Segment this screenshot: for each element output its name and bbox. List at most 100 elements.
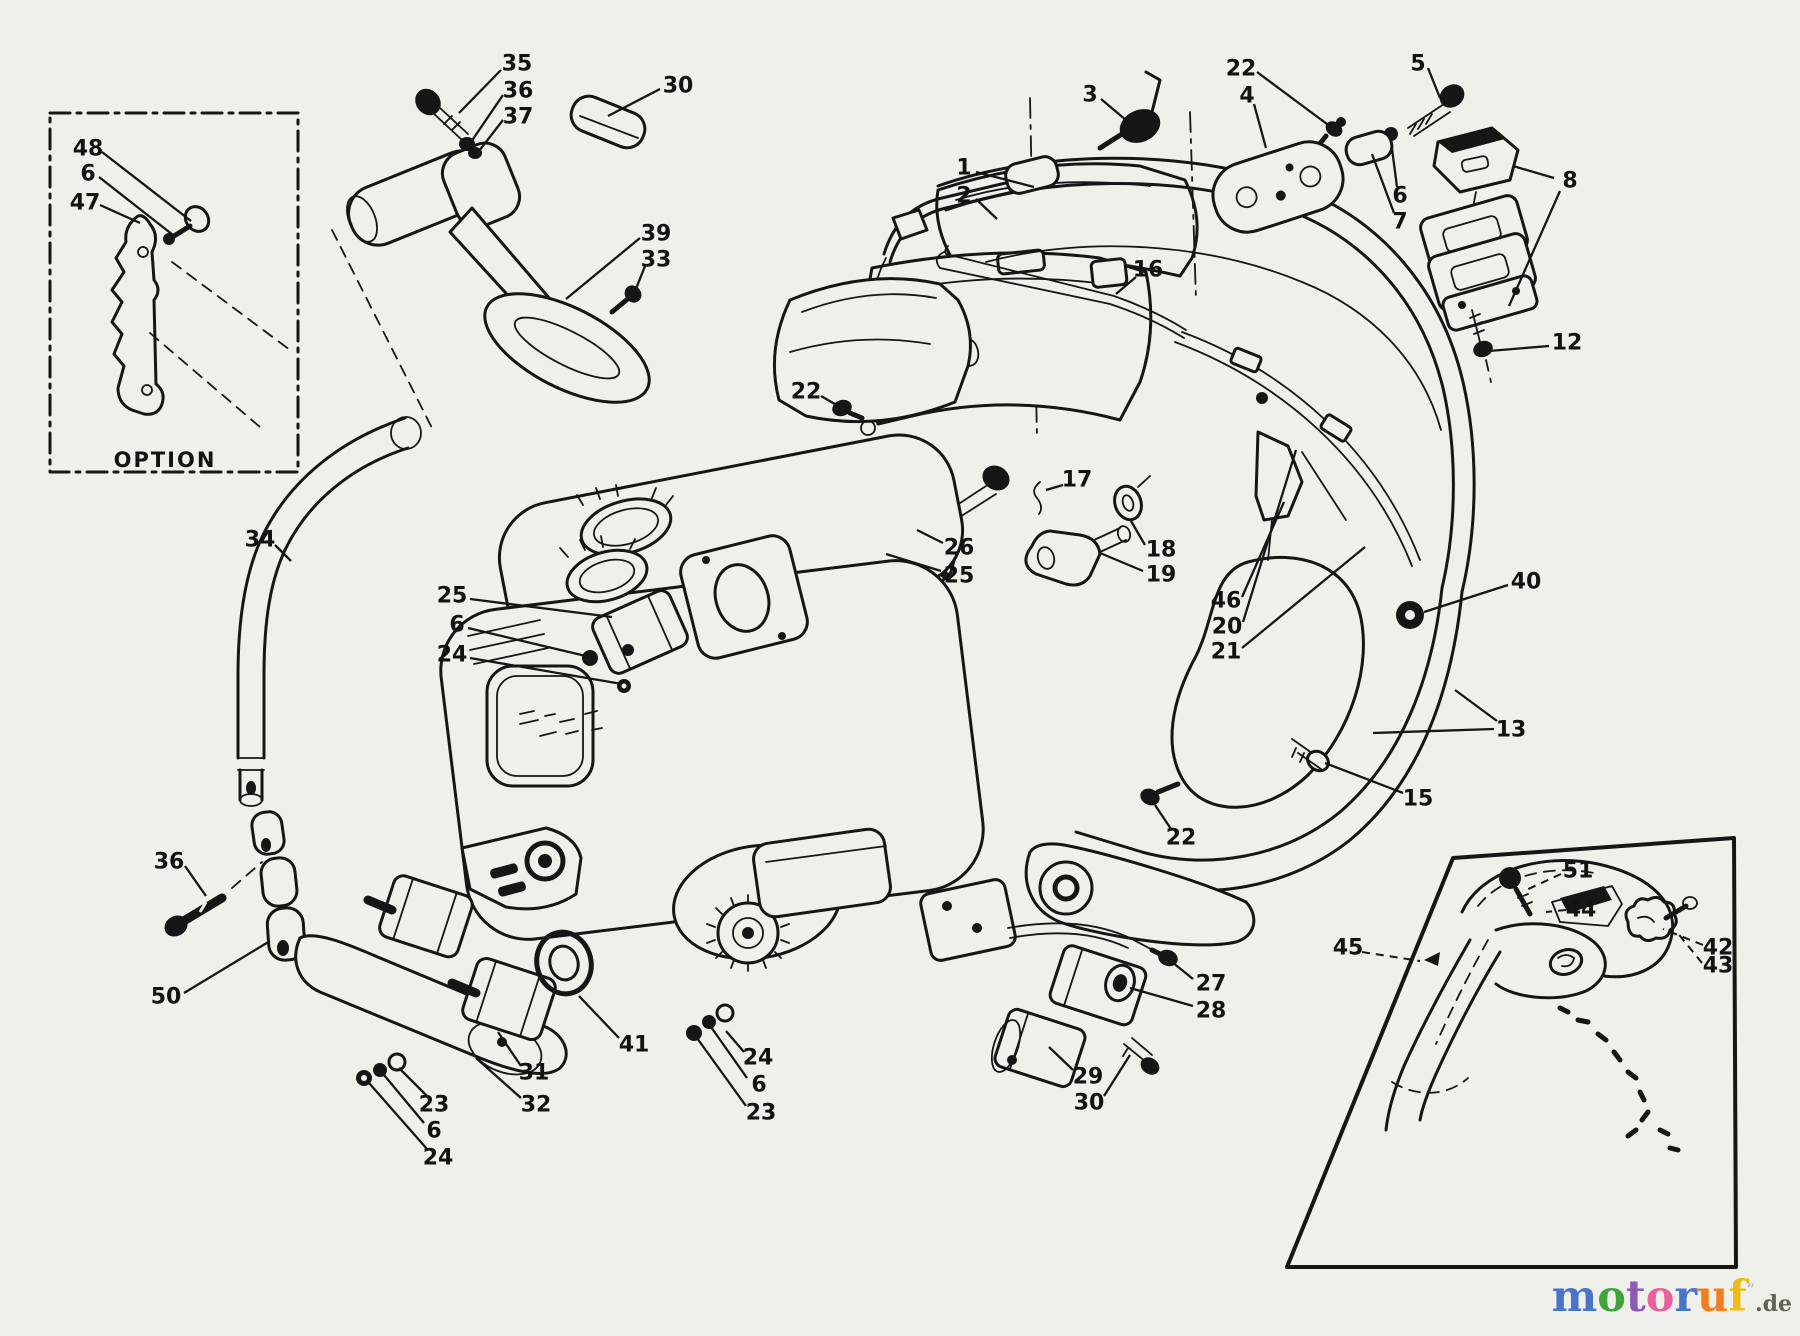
- leader-line-36: [470, 94, 504, 143]
- isolator-29: [993, 1007, 1087, 1089]
- leader-line-16: [1115, 276, 1137, 295]
- part-label-34-37: 34: [245, 528, 276, 553]
- part-label-37-2: 37: [503, 105, 534, 130]
- leader-line-31: [497, 1031, 522, 1067]
- watermark-letter-u: u: [1697, 1272, 1729, 1322]
- grommet-18: [1113, 484, 1143, 522]
- nut-6-left: [373, 1063, 387, 1077]
- part-label-1-9: 1: [956, 156, 971, 181]
- part-label-8-17: 8: [1562, 169, 1577, 194]
- part-label-7-16: 7: [1392, 210, 1407, 235]
- leader-line-13: [1454, 689, 1498, 722]
- leader-line-2: [975, 198, 998, 220]
- part-label-24-45: 24: [423, 1146, 454, 1171]
- pivot-sleeve-50: [259, 856, 299, 908]
- watermark-suffix: .de: [1754, 1291, 1792, 1317]
- leader-line-23: [398, 1067, 428, 1097]
- washer-6-center: [582, 650, 598, 666]
- bolt-30: [1140, 1057, 1160, 1075]
- leader-line-43: [1675, 930, 1703, 964]
- screw-12: [1473, 340, 1493, 358]
- option-caption: OPTION: [114, 448, 217, 472]
- part-label-25-22: 25: [944, 564, 975, 589]
- part-label-21-28: 21: [1211, 640, 1242, 665]
- watermark-letter-r: r: [1674, 1272, 1698, 1322]
- part-label-6-44: 6: [426, 1119, 441, 1144]
- screw-33: [624, 285, 642, 303]
- part-label-39-4: 39: [641, 222, 672, 247]
- leader-line-47: [99, 203, 141, 225]
- part-label-24-40: 24: [437, 643, 468, 668]
- leader-line-4: [1252, 103, 1268, 149]
- watermark-tm-mark: ”: [1746, 1282, 1755, 1298]
- part-label-30-3: 30: [663, 74, 694, 99]
- leader-line-13: [1372, 727, 1495, 735]
- part-label-35-0: 35: [502, 52, 533, 77]
- part-label-31-46: 31: [519, 1061, 550, 1086]
- leader-line-18: [1130, 520, 1146, 546]
- leader-lines-layer: [98, 67, 1704, 1150]
- part-label-30-36: 30: [1074, 1091, 1105, 1116]
- part-label-50-42: 50: [151, 985, 182, 1010]
- part-label-28-34: 28: [1196, 999, 1227, 1024]
- muffler-shield: [1211, 140, 1345, 234]
- part-label-2-10: 2: [956, 184, 971, 209]
- arrow-45: [1424, 952, 1440, 966]
- leader-line-45: [1361, 951, 1421, 962]
- watermark-letter-o: o: [1597, 1272, 1626, 1322]
- leader-line-22: [1256, 71, 1332, 128]
- leader-line-25: [469, 597, 613, 619]
- leader-line-6: [383, 1074, 425, 1124]
- part-label-36-41: 36: [154, 850, 185, 875]
- front-handle-assembly: [164, 416, 735, 1086]
- oil-cap: [565, 548, 649, 604]
- leader-line-46: [1240, 501, 1286, 598]
- bolt-22-muffler: [832, 399, 852, 417]
- bolt-43: [1663, 903, 1689, 921]
- part-label-22-32: 22: [1166, 826, 1197, 851]
- option-hand-guard-bracket: [110, 214, 165, 416]
- part-label-4-13: 4: [1239, 84, 1254, 109]
- option-inset-box: [48, 111, 300, 474]
- isolator-31a: [378, 874, 474, 959]
- bolt-5: [1439, 84, 1465, 108]
- part-label-23-43: 23: [419, 1093, 450, 1118]
- frame-inner-curve: [944, 181, 1455, 862]
- part-label-41-48: 41: [619, 1033, 650, 1058]
- part-label-29-35: 29: [1073, 1065, 1104, 1090]
- bolt-51: [1499, 867, 1521, 889]
- grip-opening: [1170, 555, 1365, 809]
- inset-box-border: [1285, 836, 1738, 1269]
- leader-line-40: [1423, 583, 1509, 614]
- sleeve-7: [1344, 129, 1394, 167]
- watermark-letter-m: m: [1551, 1272, 1598, 1322]
- leader-line-6: [467, 626, 591, 659]
- leader-line-20: [1241, 449, 1298, 623]
- leader-line-5: [1426, 67, 1442, 99]
- clamp-foot: [483, 292, 651, 404]
- frame-outer-curve: [936, 156, 1476, 893]
- part-label-5-14: 5: [1410, 52, 1425, 77]
- washer-23-left: [387, 1052, 407, 1072]
- part-label-3-11: 3: [1082, 83, 1097, 108]
- rod-knob-3: [1119, 109, 1161, 143]
- part-labels-layer: 3536373039334864712322456781216222625171…: [70, 52, 1734, 1171]
- rear-grip-inset: [1285, 836, 1738, 1269]
- leader-line-24: [725, 1030, 745, 1053]
- handlebar-clamp-assembly: [331, 88, 651, 429]
- part-label-51-52: 51: [1563, 859, 1594, 884]
- leader-line-36: [184, 865, 207, 897]
- leader-line-15: [1324, 761, 1404, 795]
- part-label-22-12: 22: [1226, 57, 1257, 82]
- part-label-33-5: 33: [641, 248, 672, 273]
- part-label-46-26: 46: [1211, 589, 1242, 614]
- leader-line-30: [607, 87, 661, 118]
- part-label-6-7: 6: [80, 162, 95, 187]
- muffler: [752, 827, 892, 919]
- part-label-6-50: 6: [751, 1073, 766, 1098]
- watermark-logo: motoruf ” .de: [1552, 1276, 1792, 1319]
- part-label-13-30: 13: [1496, 718, 1527, 743]
- leader-line-32: [475, 1057, 522, 1099]
- leader-line-1: [975, 170, 1035, 189]
- leader-line-39: [565, 237, 641, 300]
